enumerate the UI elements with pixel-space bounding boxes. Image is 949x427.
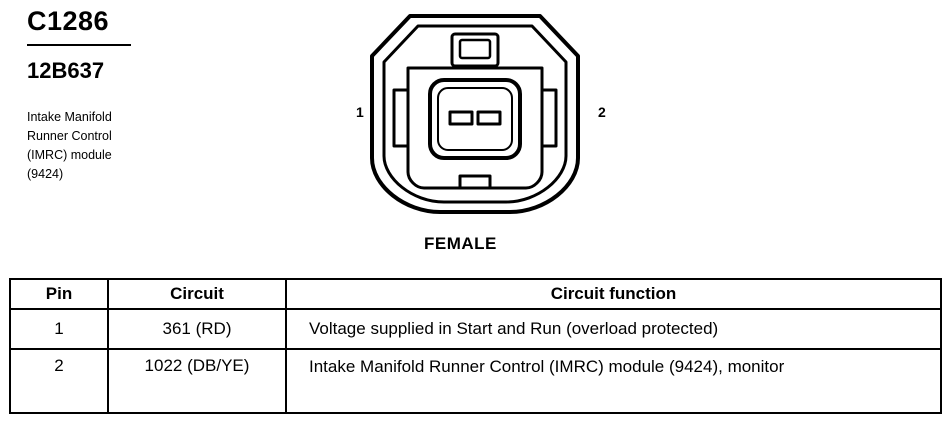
connector-gender-label: FEMALE [424,234,497,253]
terminal-housing [428,78,522,160]
header-circuit: Circuit [107,278,287,310]
keyway-notch [458,174,492,188]
connector-body [406,66,544,190]
pin-1-cavity [448,110,474,126]
connector-outer-shell [370,14,580,214]
connector-face-drawing [370,14,580,214]
circuit-function-cell: Voltage supplied in Start and Run (overl… [285,308,942,350]
circuit-cell: 1022 (DB/YE) [107,348,287,414]
pin-1-label: 1 [356,104,364,120]
part-number: 12B637 [27,58,105,83]
connector-inner-shell [382,24,568,204]
locking-tab-inner [458,38,492,60]
component-description: Intake Manifold Runner Control (IMRC) mo… [27,110,112,181]
connector-id: C1286 [27,6,110,36]
header-circuit-function: Circuit function [285,278,942,310]
circuit-cell: 361 (RD) [107,308,287,350]
pin-table-header: Pin Circuit Circuit function [9,278,942,310]
header-pin: Pin [9,278,109,310]
right-side-latch [542,88,558,148]
connector-id-underline [27,44,131,46]
table-row: 2 1022 (DB/YE) Intake Manifold Runner Co… [9,348,942,414]
left-side-latch [392,88,408,148]
table-row: 1 361 (RD) Voltage supplied in Start and… [9,308,942,350]
locking-tab-outer [450,32,500,68]
terminal-housing-inner [437,87,513,151]
pin-table: Pin Circuit Circuit function 1 361 (RD) … [9,278,942,414]
pin-cell: 2 [9,348,109,414]
pin-2-cavity [476,110,502,126]
circuit-function-cell: Intake Manifold Runner Control (IMRC) mo… [285,348,942,414]
pin-cell: 1 [9,308,109,350]
pin-2-label: 2 [598,104,606,120]
